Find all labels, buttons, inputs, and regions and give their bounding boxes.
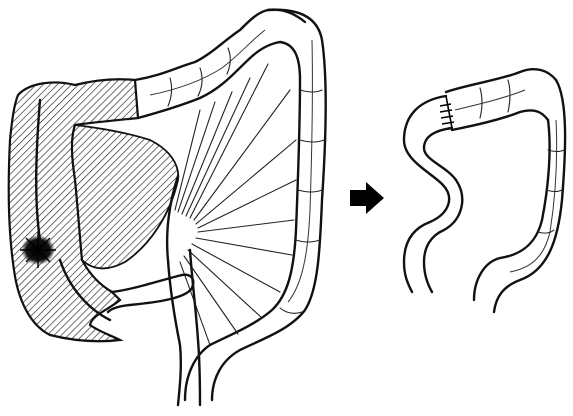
anastomosis-suture [440,96,454,128]
before-panel [9,10,326,405]
anastomosed-ileum [404,96,449,292]
right-arrow-icon [350,182,384,214]
terminal-ileum [108,275,193,312]
after-panel [404,69,565,312]
